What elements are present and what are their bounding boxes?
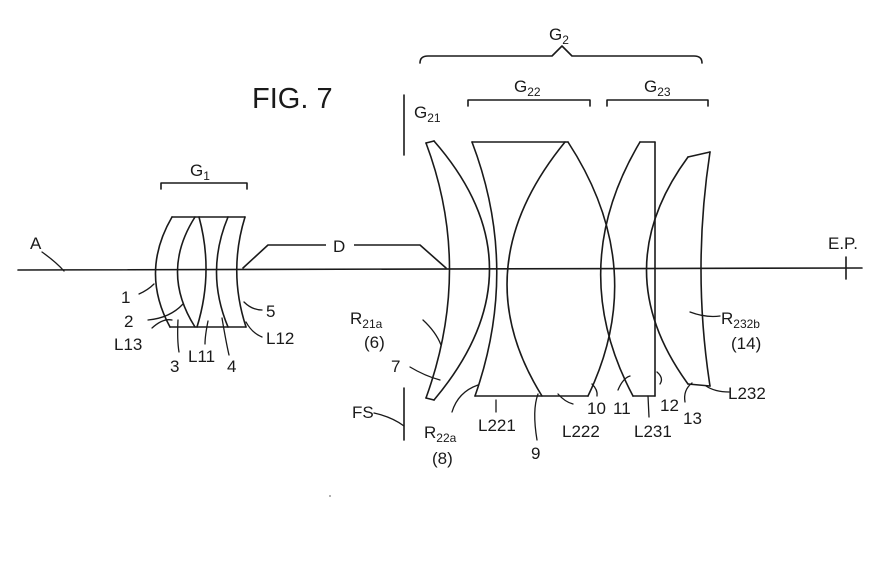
- surface-14: [700, 151, 711, 387]
- surface-11: [599, 141, 641, 397]
- lens-label-l13: L13: [114, 335, 142, 354]
- radius-number-r21a: (6): [364, 333, 385, 352]
- leader-12: [656, 371, 663, 385]
- surface-1: [154, 216, 173, 328]
- radius-number-r22a: (8): [432, 449, 453, 468]
- leader-11: [617, 375, 631, 391]
- lens-label-l222: L222: [562, 422, 600, 441]
- distance-label-bg: [326, 234, 354, 256]
- g2-label: G2: [549, 25, 569, 47]
- leader-10: [591, 383, 598, 397]
- g2-bracket: [419, 45, 703, 64]
- g22-label: G22: [514, 77, 541, 99]
- figure-title: FIG. 7: [252, 83, 333, 115]
- g21-bottom-edge: [425, 397, 435, 401]
- surface-label-10: 10: [587, 399, 606, 418]
- surface-13: [645, 156, 689, 385]
- surface-label-7: 7: [391, 357, 400, 376]
- field-stop-leader: [373, 412, 405, 427]
- surface-label-2: 2: [124, 312, 133, 331]
- leader-l222: [557, 393, 574, 405]
- leader-r232b: [689, 311, 721, 318]
- radius-label-r21a: R21a: [350, 309, 383, 331]
- axis-leader: [41, 251, 65, 272]
- surface-label-3: 3: [170, 357, 179, 376]
- leader-5: [243, 301, 263, 311]
- optical-axis: [17, 267, 863, 271]
- g1-label: G1: [190, 161, 210, 183]
- surface-2: [176, 216, 196, 328]
- axis-label: A: [30, 234, 42, 253]
- surface-6: [425, 142, 451, 399]
- leader-r21a: [422, 319, 442, 346]
- exit-pupil-label: E.P.: [828, 234, 858, 253]
- lens-label-l221: L221: [478, 416, 516, 435]
- leader-13: [684, 382, 693, 403]
- leader-4: [221, 317, 230, 356]
- field-stop-label: FS: [352, 403, 374, 422]
- surface-8: [471, 141, 498, 397]
- surface-label-5: 5: [266, 302, 275, 321]
- lens-g21: [425, 140, 491, 401]
- g23-label: G23: [644, 77, 671, 99]
- stray-mark: [329, 495, 331, 497]
- lens-l231: [599, 141, 656, 397]
- surface-label-9: 9: [531, 444, 540, 463]
- leader-l11: [204, 320, 209, 345]
- leader-l232: [705, 385, 730, 393]
- lens-label-l12: L12: [266, 329, 294, 348]
- surface-3: [196, 216, 207, 328]
- leader-2: [147, 303, 184, 321]
- leader-9: [534, 393, 539, 441]
- surface-label-4: 4: [227, 357, 236, 376]
- surface-7: [433, 140, 491, 401]
- surface-4: [215, 216, 229, 328]
- leader-l231: [647, 395, 650, 418]
- lens-g22: [471, 141, 616, 397]
- leader-3: [177, 319, 180, 353]
- surface-10: [567, 141, 616, 397]
- leader-7: [409, 366, 441, 381]
- radius-label-r22a: R22a: [424, 423, 457, 445]
- g1-bracket: [160, 182, 248, 190]
- lens-label-l231: L231: [634, 422, 672, 441]
- g22-bracket: [467, 99, 591, 107]
- g23-bracket: [606, 99, 709, 107]
- lens-group-g1: [154, 216, 247, 328]
- lens-label-l232: L232: [728, 384, 766, 403]
- leader-l12: [245, 321, 263, 338]
- g21-label: G21: [414, 103, 441, 125]
- lens-label-l11: L11: [188, 347, 215, 366]
- distance-label: D: [333, 237, 345, 256]
- leader-r22a: [451, 384, 479, 413]
- surface-9: [506, 141, 566, 397]
- leader-1: [138, 283, 155, 295]
- radius-label-r232b: R232b: [721, 309, 760, 331]
- surface-label-12: 12: [660, 396, 679, 415]
- surface-5: [235, 216, 247, 328]
- surface-label-1: 1: [121, 288, 130, 307]
- l232-top-edge: [687, 151, 711, 158]
- surface-label-11: 11: [613, 399, 631, 418]
- leader-l13: [151, 319, 173, 329]
- surface-label-13: 13: [683, 409, 702, 428]
- g21-top-edge: [425, 140, 435, 144]
- radius-number-r232b: (14): [731, 334, 761, 353]
